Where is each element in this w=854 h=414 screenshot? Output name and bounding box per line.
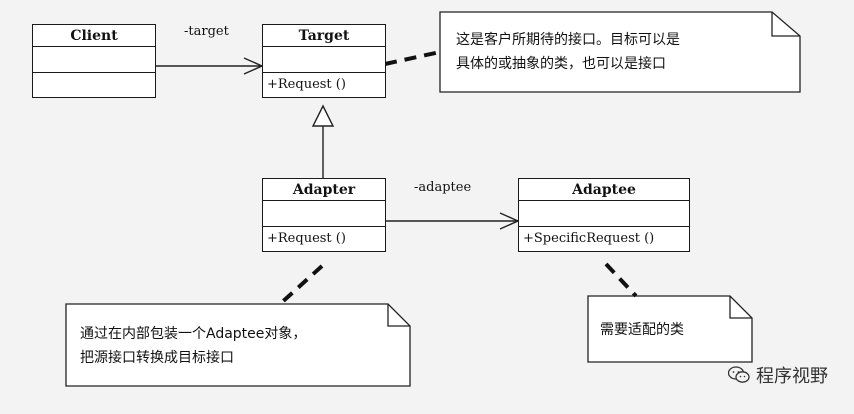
class-adapter: Adapter +Request () bbox=[262, 178, 386, 252]
class-attributes bbox=[263, 201, 385, 227]
adapter-note-text: 通过在内部包装一个Adaptee对象， 把源接口转换成目标接口 bbox=[80, 322, 306, 370]
note-connector-adaptee bbox=[604, 262, 638, 298]
note-line: 需要适配的类 bbox=[600, 322, 684, 338]
class-operations: +Request () bbox=[267, 231, 346, 246]
target-note-text: 这是客户所期待的接口。目标可以是 具体的或抽象的类，也可以是接口 bbox=[456, 28, 680, 76]
role-label-adaptee: -adaptee bbox=[414, 180, 472, 195]
note-line: 这是客户所期待的接口。目标可以是 bbox=[456, 32, 680, 48]
class-adaptee: Adaptee +SpecificRequest () bbox=[518, 178, 690, 252]
watermark-text: 程序视野 bbox=[756, 366, 828, 387]
note-connector-adapter bbox=[278, 264, 324, 306]
class-name: Client bbox=[33, 25, 155, 47]
generalization-triangle bbox=[311, 104, 335, 127]
note-line: 把源接口转换成目标接口 bbox=[80, 350, 234, 366]
note-connector-target bbox=[384, 50, 441, 66]
class-operations: +SpecificRequest () bbox=[523, 231, 655, 246]
note-line: 具体的或抽象的类，也可以是接口 bbox=[456, 56, 666, 72]
watermark: 程序视野 bbox=[728, 362, 828, 388]
target-note bbox=[439, 11, 801, 93]
adapter-note bbox=[65, 303, 411, 387]
note-line: 通过在内部包装一个Adaptee对象， bbox=[80, 326, 307, 342]
class-operations bbox=[33, 73, 155, 97]
class-name: Adaptee bbox=[519, 179, 689, 201]
wechat-icon bbox=[728, 366, 750, 383]
class-attributes bbox=[33, 47, 155, 73]
class-operations: +Request () bbox=[267, 77, 346, 92]
class-name: Target bbox=[263, 25, 385, 47]
class-attributes bbox=[519, 201, 689, 227]
adaptee-note-text: 需要适配的类 bbox=[600, 318, 684, 342]
adaptee-note bbox=[587, 295, 753, 363]
class-target: Target +Request () bbox=[262, 24, 386, 98]
class-client: Client bbox=[32, 24, 156, 98]
class-attributes bbox=[263, 47, 385, 73]
class-name: Adapter bbox=[263, 179, 385, 201]
role-label-target: -target bbox=[184, 24, 229, 39]
